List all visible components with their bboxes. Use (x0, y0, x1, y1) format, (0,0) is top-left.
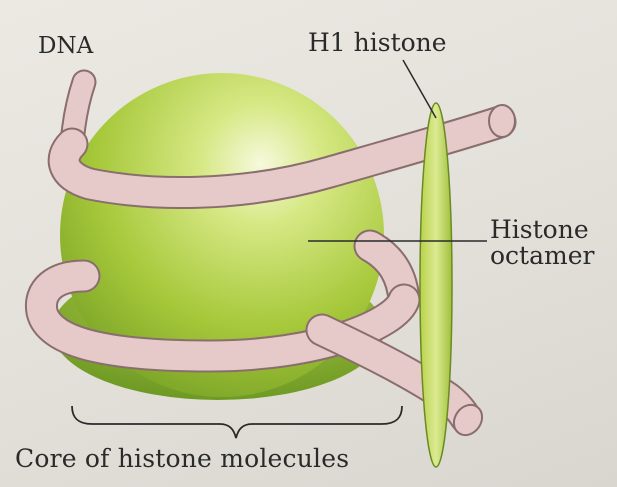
h1-histone-disc (420, 103, 452, 467)
h1-leader-line (403, 60, 436, 118)
h1-histone-label: H1 histone (308, 30, 447, 56)
histone-octamer-label-line1: Histone (490, 217, 594, 243)
core-brace (72, 406, 402, 438)
dna-end-cap-right (489, 105, 515, 137)
dna-label: DNA (38, 34, 93, 58)
histone-octamer-label-line2: octamer (490, 243, 594, 269)
histone-octamer-label: Histone octamer (490, 217, 594, 270)
core-of-histone-label: Core of histone molecules (15, 446, 349, 472)
